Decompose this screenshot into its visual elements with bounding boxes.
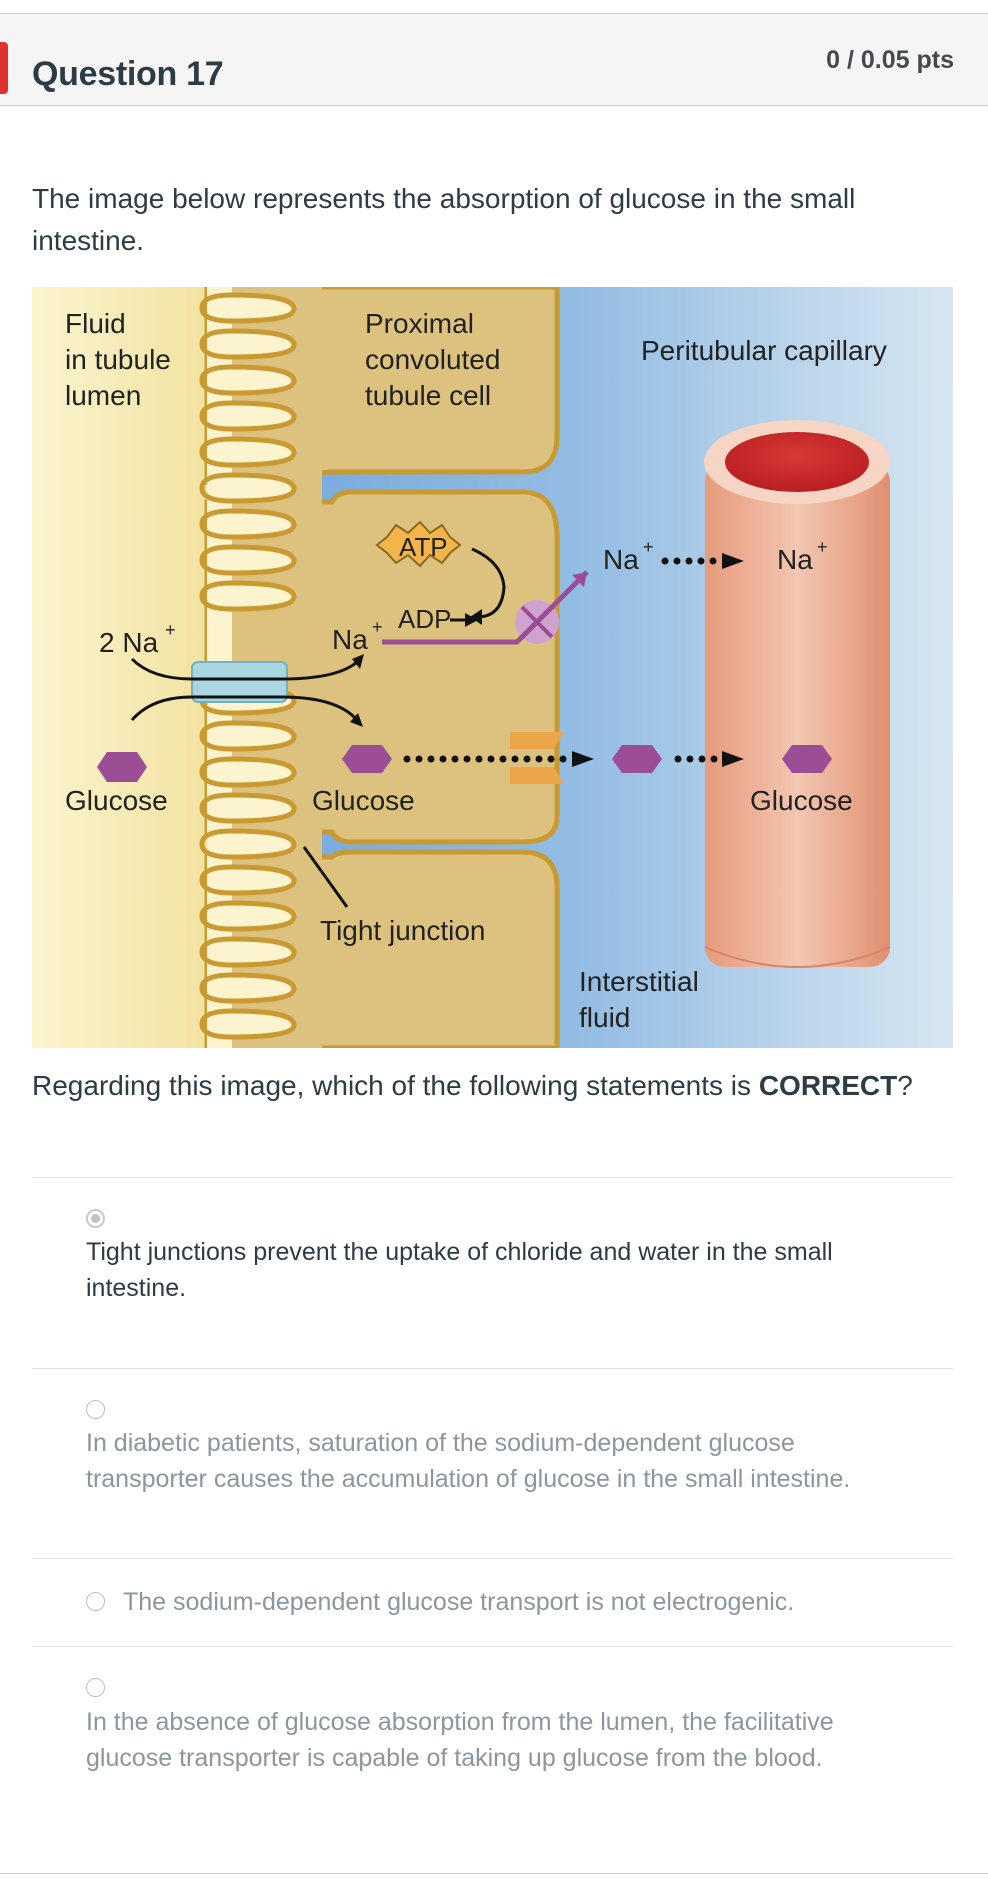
svg-text:+: + — [643, 537, 654, 557]
glucose-interstitial — [612, 745, 662, 773]
answer-3-text[interactable]: The sodium-dependent glucose transport i… — [123, 1588, 795, 1616]
facilitative-glucose-transporter — [510, 732, 564, 784]
label-atp: ATP — [399, 532, 448, 562]
label-fluid-2: in tubule — [65, 344, 171, 375]
svg-text:+: + — [372, 617, 383, 637]
label-na-capillary: Na — [777, 544, 813, 575]
label-tight-junction: Tight junction — [320, 915, 486, 946]
glucose-capillary — [782, 745, 832, 773]
bottom-divider — [0, 1873, 988, 1874]
incorrect-marker — [0, 42, 8, 94]
label-adp: ADP — [398, 604, 451, 634]
label-interstitial-2: fluid — [579, 1002, 630, 1033]
label-fluid-1: Fluid — [65, 308, 126, 339]
label-capillary: Peritubular capillary — [641, 335, 887, 366]
svg-text:+: + — [817, 537, 828, 557]
label-cell-3: tubule cell — [365, 380, 491, 411]
tubule-lumen-region — [32, 287, 212, 1048]
label-fluid-3: lumen — [65, 380, 141, 411]
answers-divider — [32, 1177, 953, 1178]
question-header: Question 17 0 / 0.05 pts — [0, 14, 988, 106]
label-cell-1: Proximal — [365, 308, 474, 339]
question-intro: The image below represents the absorptio… — [32, 183, 856, 256]
prompt-emphasis: CORRECT — [758, 1070, 898, 1101]
label-cell-2: convoluted — [365, 344, 500, 375]
top-divider — [0, 13, 988, 14]
peritubular-capillary — [705, 462, 890, 967]
question-title: Question 17 — [32, 55, 224, 93]
microvilli — [231, 292, 297, 1040]
answer-2-radio[interactable] — [86, 1400, 105, 1419]
answer-divider — [32, 1646, 953, 1647]
label-glucose-cell: Glucose — [312, 785, 415, 816]
answer-1-text[interactable]: Tight junctions prevent the uptake of ch… — [86, 1238, 833, 1302]
label-interstitial-1: Interstitial — [579, 966, 699, 997]
sodium-glucose-transporter — [191, 661, 288, 703]
glucose-cell — [342, 745, 392, 773]
label-glucose-capillary: Glucose — [750, 785, 853, 816]
question-prompt: Regarding this image, which of the follo… — [32, 1070, 913, 1101]
label-glucose-lumen: Glucose — [65, 785, 168, 816]
label-na-interstitial: Na — [603, 544, 639, 575]
answer-divider — [32, 1558, 953, 1559]
answer-1-radio[interactable] — [86, 1209, 105, 1228]
atp-burst — [375, 520, 462, 568]
svg-text:+: + — [165, 620, 176, 640]
answer-3-radio[interactable] — [86, 1592, 105, 1611]
label-na-cell: Na — [332, 624, 368, 655]
question-points: 0 / 0.05 pts — [826, 46, 954, 74]
glucose-lumen — [97, 752, 147, 782]
answer-2-text[interactable]: In diabetic patients, saturation of the … — [86, 1429, 851, 1493]
answer-divider — [32, 1368, 953, 1369]
label-2na-lumen: 2 Na — [99, 627, 159, 658]
answer-4-text[interactable]: In the absence of glucose absorption fro… — [86, 1708, 834, 1772]
answer-4-radio[interactable] — [86, 1678, 105, 1697]
glucose-absorption-diagram: Fluid in tubule lumen Proximal convolute… — [32, 287, 953, 1048]
